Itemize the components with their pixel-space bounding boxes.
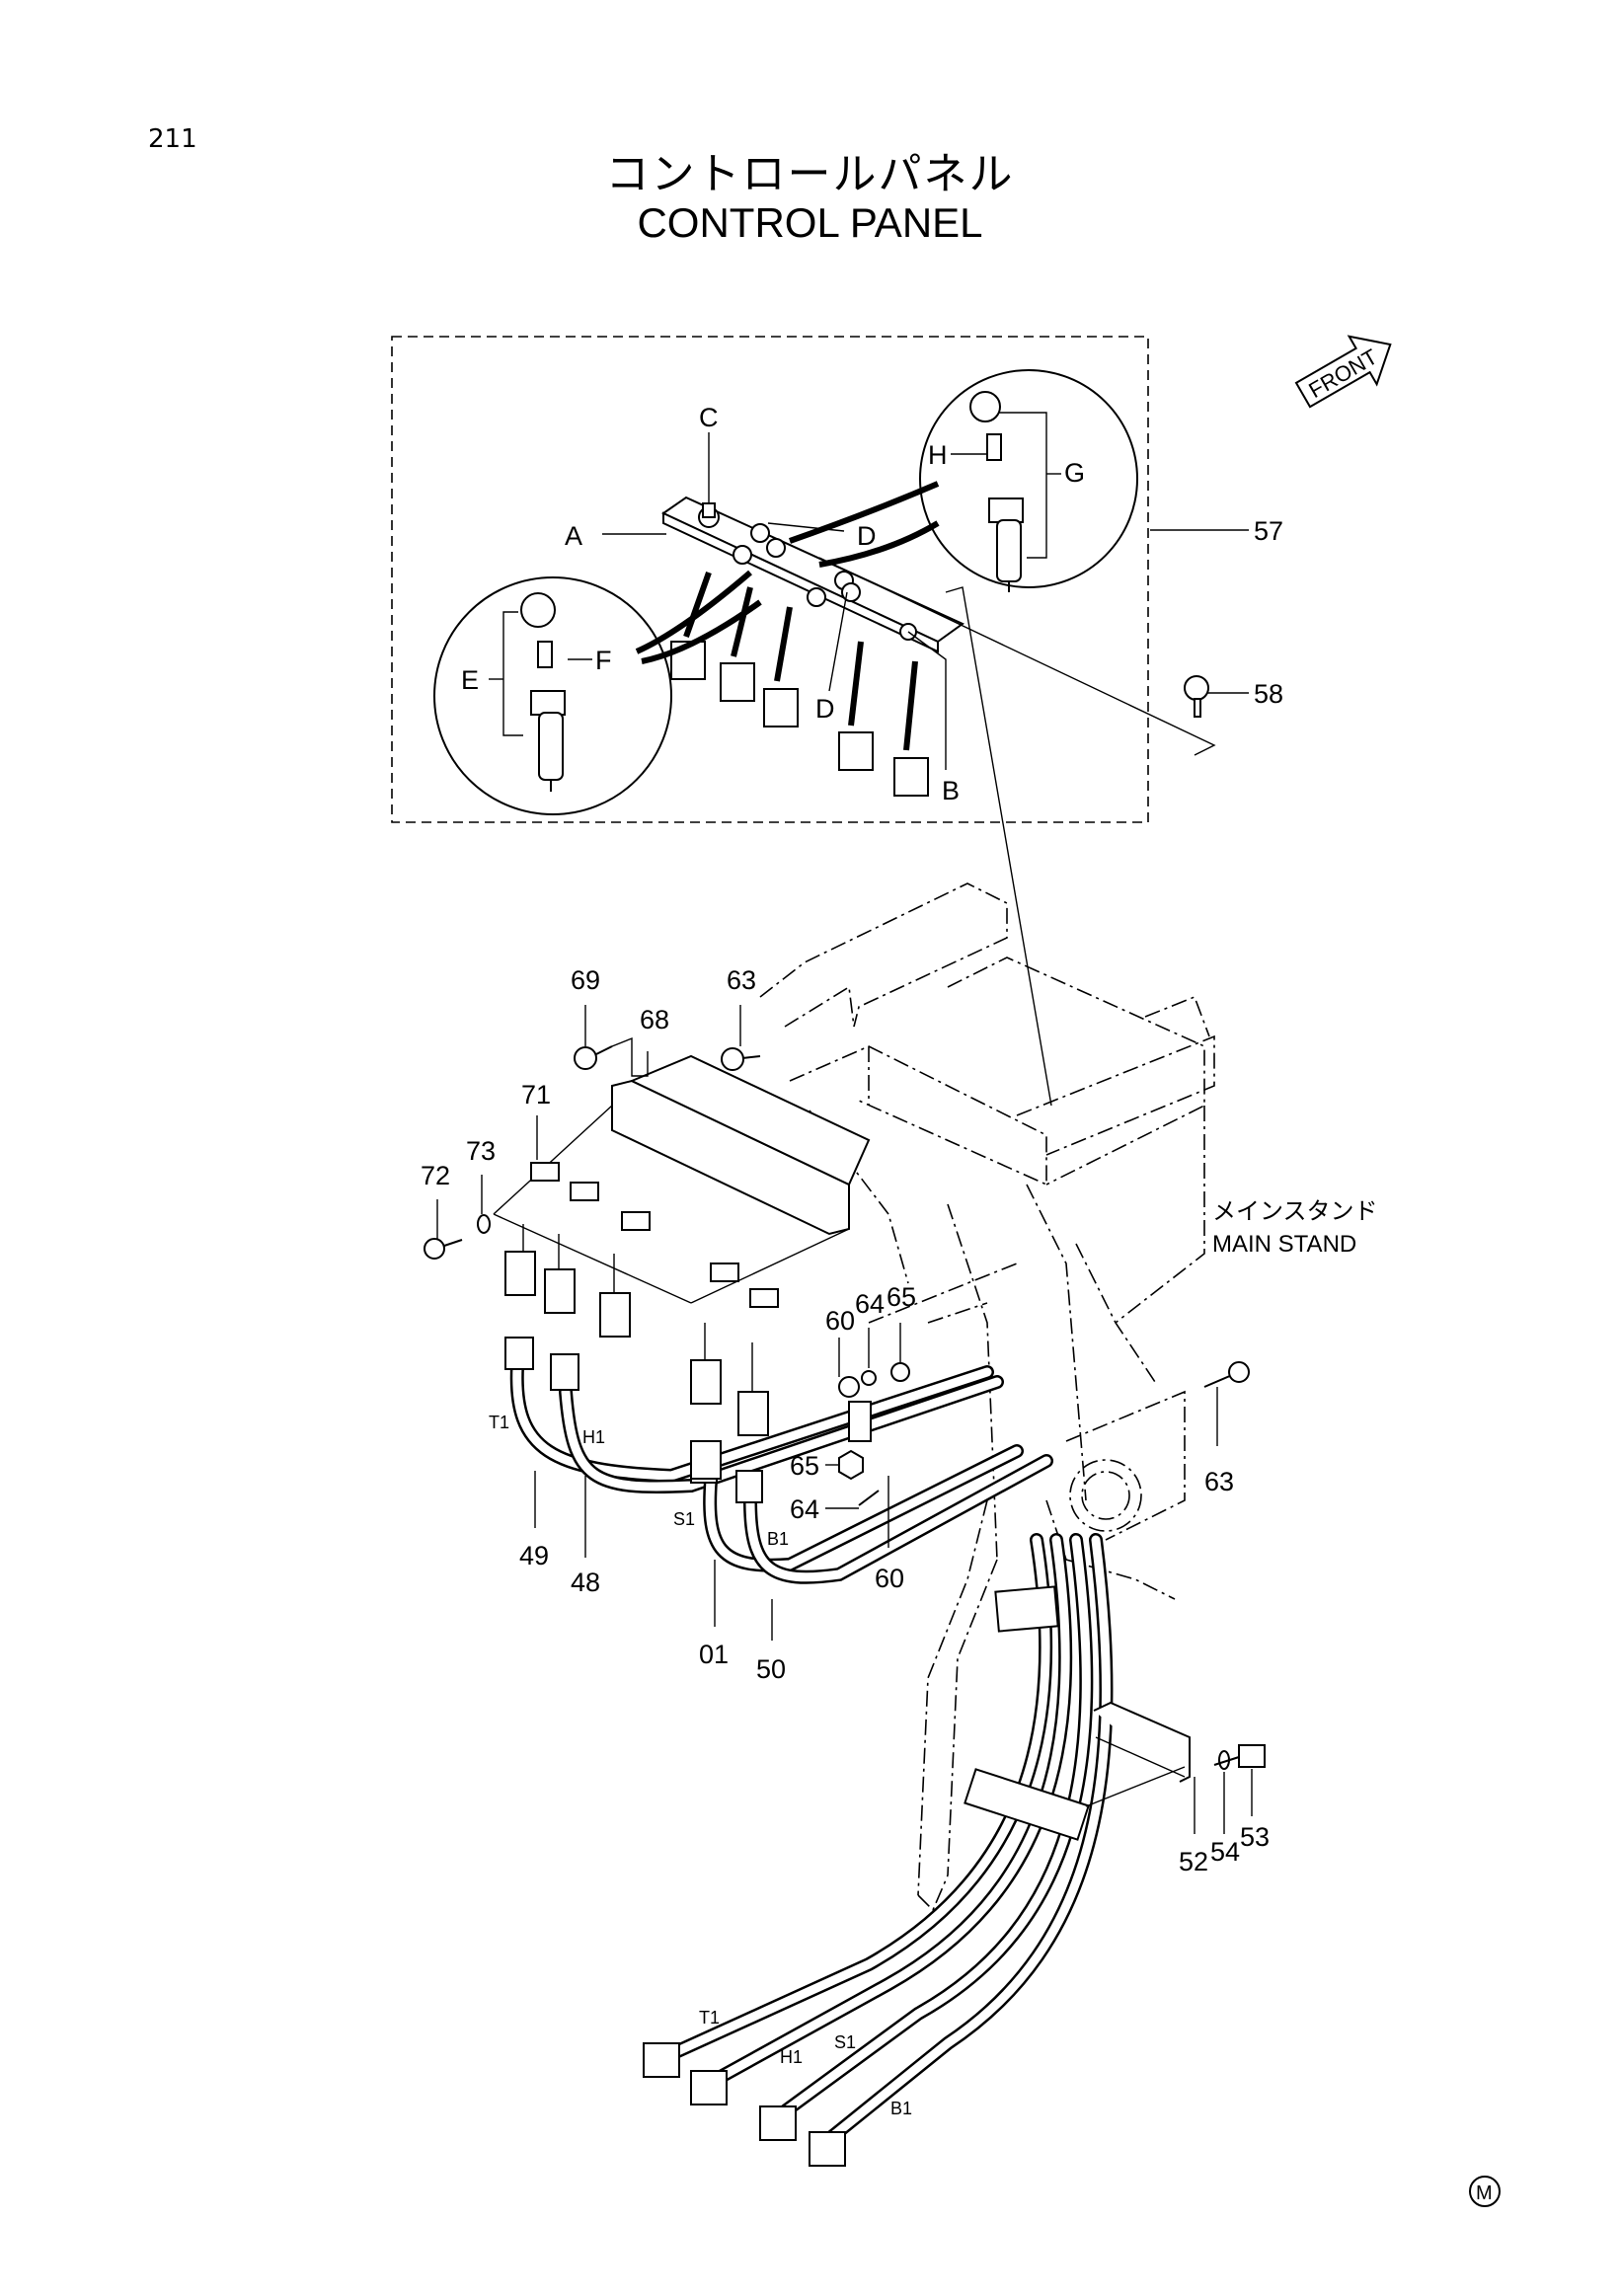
part-number-63-upper: 63: [727, 965, 756, 995]
part-number-57: 57: [1254, 516, 1283, 546]
label-f: F: [595, 646, 612, 675]
label-c: C: [699, 403, 719, 432]
part-number-72: 72: [421, 1161, 450, 1190]
page-title-english: CONTROL PANEL: [637, 199, 983, 246]
bolt-69: [574, 1045, 613, 1070]
bolt-63-lower: [1203, 1361, 1250, 1388]
part-number-54: 54: [1210, 1837, 1240, 1867]
part-number-60-upper: 60: [825, 1306, 855, 1336]
washer-64: [861, 1370, 877, 1386]
main-leaders: [436, 1005, 1253, 1834]
label-e: E: [461, 665, 479, 695]
m-mark-label: M: [1476, 2182, 1493, 2204]
wire-label-h1-upper: H1: [582, 1427, 605, 1447]
part-number-49: 49: [519, 1541, 549, 1570]
part-number-50: 50: [756, 1654, 786, 1684]
part-number-68: 68: [640, 1005, 669, 1034]
wire-label-s1-upper: S1: [673, 1509, 695, 1529]
detail-leaders: [489, 412, 1249, 1107]
wire-label-b1-lower: B1: [890, 2099, 912, 2118]
part-number-65-upper: 65: [887, 1282, 916, 1312]
part-number-01: 01: [699, 1640, 729, 1669]
main-stand-label-jp: メインスタンド: [1212, 1198, 1378, 1225]
switch-panel-plate: [661, 496, 964, 653]
part-number-48: 48: [571, 1568, 600, 1597]
washer-64-lower: [858, 1490, 880, 1506]
main-stand-frame: [759, 882, 1215, 1912]
page-number: 211: [148, 124, 197, 154]
label-d-top: D: [857, 521, 877, 551]
part-number-69: 69: [571, 965, 600, 995]
label-a: A: [565, 521, 582, 551]
label-b: B: [942, 776, 960, 805]
panel-connectors: [670, 571, 929, 797]
wire-harness: [504, 1337, 1114, 2167]
part-number-60-lower: 60: [875, 1564, 904, 1593]
part-number-64-upper: 64: [855, 1289, 885, 1319]
detail-circle-switch-gh: [919, 369, 1138, 592]
part-number-52: 52: [1179, 1847, 1208, 1876]
part-number-65-lower: 65: [790, 1451, 819, 1481]
wire-label-t1-lower: T1: [699, 2008, 720, 2028]
detail-box: [391, 336, 1149, 823]
screw-72: [424, 1238, 463, 1260]
washer-73: [477, 1214, 491, 1234]
part-number-63-lower: 63: [1204, 1467, 1234, 1496]
m-mark-icon: M: [1469, 2176, 1501, 2207]
part-number-53: 53: [1240, 1822, 1270, 1852]
detail-circle-switch-ef: [433, 576, 672, 815]
part-number-58: 58: [1254, 679, 1283, 709]
bolt-53: [1213, 1744, 1266, 1768]
part-number-71: 71: [521, 1080, 551, 1110]
part-number-64-lower: 64: [790, 1494, 819, 1524]
page-title-japanese: コントロールパネル: [605, 149, 1015, 199]
main-stand-label-en: MAIN STAND: [1212, 1231, 1356, 1258]
label-g: G: [1064, 458, 1085, 488]
front-arrow-icon: FRONT: [1294, 335, 1392, 409]
wire-label-t1-upper: T1: [489, 1413, 509, 1432]
wire-label-b1-upper: B1: [767, 1529, 789, 1549]
bolt-63-upper: [721, 1047, 761, 1071]
connector-bracket-68: [493, 1054, 871, 1436]
nut-65: [890, 1362, 910, 1382]
screw-58: [1184, 675, 1209, 718]
clamp-60: [838, 1376, 860, 1398]
label-h: H: [928, 440, 948, 470]
nut-65-lower: [838, 1449, 864, 1481]
wire-label-h1-lower: H1: [780, 2047, 803, 2067]
wire-label-s1-lower: S1: [834, 2032, 856, 2052]
label-d-bottom: D: [815, 694, 835, 724]
clamp-bracket-52: [1093, 1701, 1191, 1783]
part-number-73: 73: [466, 1136, 496, 1166]
